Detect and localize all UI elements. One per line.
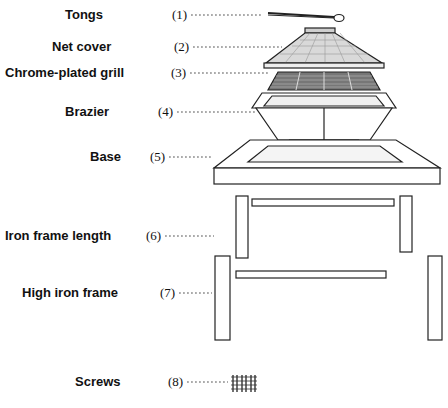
part-name: Tongs: [65, 7, 103, 22]
callout-number: (8): [168, 374, 183, 389]
part-name: Screws: [75, 373, 121, 391]
part-name: Chrome-plated grill: [5, 65, 124, 80]
callout-number: (2): [174, 38, 189, 56]
callout-number: (1): [172, 6, 187, 24]
leader-line: [179, 293, 212, 294]
part-name: Net cover: [52, 38, 111, 56]
callout-number: (6): [146, 227, 161, 245]
part-name: Net cover: [52, 39, 111, 54]
part-name: Brazier: [65, 103, 109, 121]
part-name: Chrome-plated grill: [5, 64, 124, 82]
screws: [231, 375, 257, 392]
callout-number: (4): [158, 103, 173, 121]
part-name: High iron frame: [22, 285, 118, 300]
part-name: Screws: [75, 374, 121, 389]
callout-number: (8): [168, 373, 183, 391]
net-cover: [264, 28, 384, 68]
callout-number: (3): [171, 64, 186, 82]
base: [214, 140, 440, 184]
leader-line: [187, 382, 228, 383]
part-name: Iron frame length: [5, 227, 111, 245]
callout-number: (3): [171, 65, 186, 80]
part-name: Brazier: [65, 104, 109, 119]
tongs: [268, 13, 344, 22]
part-name: Tongs: [65, 6, 103, 24]
callout-number: (7): [160, 285, 175, 300]
leader-line: [169, 157, 212, 158]
iron-frame: [215, 196, 442, 340]
callout-number: (6): [146, 228, 161, 243]
callout-number: (5): [150, 148, 165, 166]
callout-number: (2): [174, 39, 189, 54]
part-name: High iron frame: [22, 284, 118, 302]
part-name: Base: [90, 148, 121, 166]
leader-line: [190, 73, 268, 74]
leader-line: [177, 112, 256, 113]
callout-number: (7): [160, 284, 175, 302]
callout-number: (1): [172, 7, 187, 22]
part-name: Base: [90, 149, 121, 164]
callout-number: (4): [158, 104, 173, 119]
callout-number: (5): [150, 149, 165, 164]
part-name: Iron frame length: [5, 228, 111, 243]
brazier: [252, 93, 396, 147]
chrome-plated-grill: [268, 72, 380, 90]
leader-line: [191, 15, 262, 16]
leader-line: [193, 47, 282, 48]
leader-line: [165, 236, 214, 237]
